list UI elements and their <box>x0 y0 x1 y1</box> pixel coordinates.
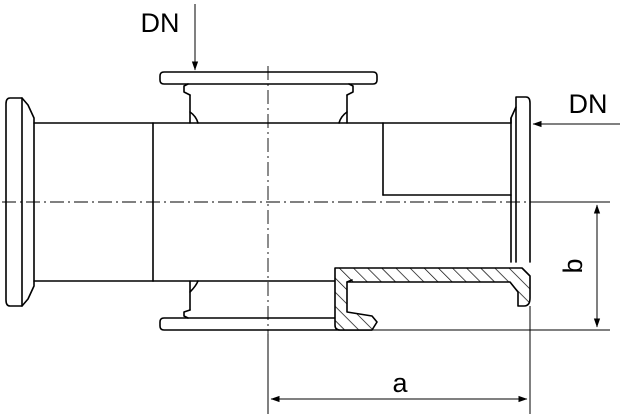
right-tube <box>382 122 512 196</box>
dn-right-label: DN <box>569 89 608 119</box>
dn-right-callout: DN <box>532 89 620 128</box>
left-tube <box>33 122 154 282</box>
right-flange <box>510 96 531 263</box>
dn-top-callout: DN <box>141 4 199 71</box>
dimension-b: b <box>372 201 610 331</box>
left-flange <box>5 97 35 307</box>
dim-a-label: a <box>392 368 408 398</box>
section-hatched-wall <box>334 267 531 331</box>
top-port <box>159 71 378 124</box>
dim-b-label: b <box>558 258 588 273</box>
dimension-a: a <box>267 306 531 414</box>
central-body <box>152 122 384 282</box>
dn-top-label: DN <box>141 8 180 38</box>
